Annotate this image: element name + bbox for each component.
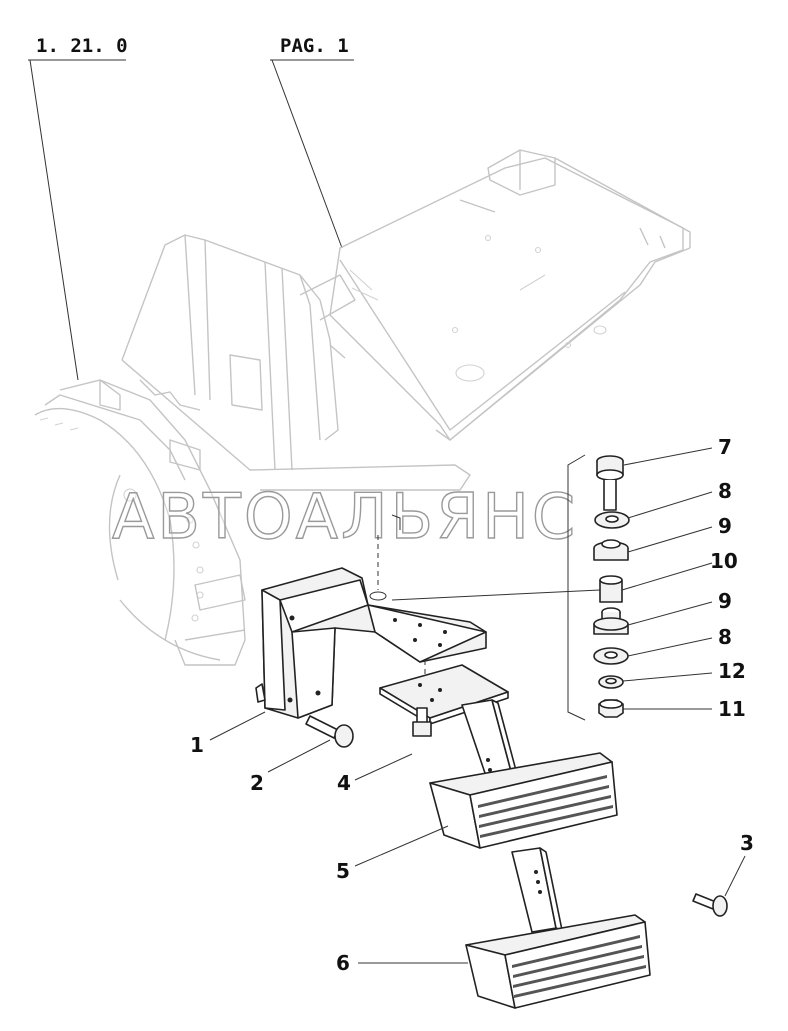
part-4-small-bolt: [412, 707, 432, 737]
part-7-bolt: [596, 455, 624, 511]
alignment-lines: [377, 514, 601, 690]
part-5-upper-step: [429, 699, 618, 849]
callout-2: 2: [250, 771, 264, 795]
callout-7: 7: [718, 435, 732, 459]
ghost-platform: [329, 149, 691, 441]
callout-11: 11: [718, 697, 746, 721]
reference-label-pag-1: PAG. 1: [280, 35, 349, 57]
part-12-lock-washer: [598, 675, 624, 689]
reference-leader-1: [29, 59, 79, 381]
callout-6: 6: [336, 951, 350, 975]
part-9-bushing-lower: [593, 607, 629, 635]
callout-5: 5: [336, 859, 350, 883]
callout-labels: 7 8 9 10 9 8 12 11 1 2 4 5 3 6: [190, 435, 754, 975]
part-2-bolt: [305, 715, 354, 748]
callout-12: 12: [718, 659, 746, 683]
hardware-group-bracket: [567, 454, 586, 721]
hardware-stack: [593, 455, 630, 718]
callout-1: 1: [190, 733, 204, 757]
part-1-step-bracket: [255, 567, 487, 719]
callout-8-lower: 8: [718, 625, 732, 649]
reference-leader-2: [271, 59, 343, 249]
callout-10: 10: [710, 549, 738, 573]
callout-9-lower: 9: [718, 589, 732, 613]
part-11-nut: [598, 699, 624, 718]
part-8-washer-lower: [593, 647, 629, 665]
callout-8-upper: 8: [718, 479, 732, 503]
ghost-cab-frame: [121, 234, 471, 491]
reference-label-1-21-0: 1. 21. 0: [36, 35, 128, 57]
callout-4: 4: [337, 771, 351, 795]
callout-9-upper: 9: [718, 514, 732, 538]
part-3-bolt: [692, 893, 728, 917]
callout-leaders: [209, 447, 746, 964]
part-8-washer-upper: [594, 511, 630, 529]
part-9-bushing-upper: [593, 539, 629, 561]
part-6-lower-step: [465, 847, 651, 1009]
callout-3: 3: [740, 831, 754, 855]
part-10-spacer: [599, 575, 623, 603]
ghost-axle-housing: [34, 379, 246, 666]
watermark-text: АВТОАЛЬЯНС: [112, 480, 578, 553]
